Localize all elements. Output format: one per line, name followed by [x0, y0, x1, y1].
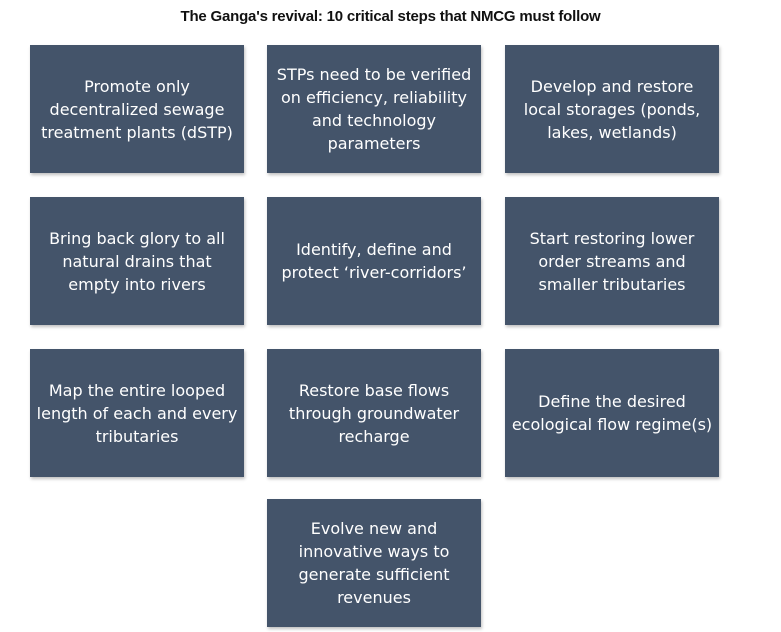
- step-box-5: Identify, define and protect ‘river-corr…: [267, 197, 481, 325]
- diagram-title: The Ganga's revival: 10 critical steps t…: [180, 8, 601, 25]
- step-label-1: Promote only decentralized sewage treatm…: [41, 76, 233, 142]
- step-label-5: Identify, define and protect ‘river-corr…: [281, 240, 467, 282]
- step-label-4: Bring back glory to all natural drains t…: [49, 228, 225, 294]
- step-box-9: Define the desired ecological flow regim…: [505, 349, 719, 477]
- step-box-8: Restore base flows through groundwater r…: [267, 349, 481, 477]
- step-label-2: STPs need to be verified on efficiency, …: [276, 65, 472, 153]
- step-box-7: Map the entire looped length of each and…: [30, 349, 244, 477]
- step-label-7: Map the entire looped length of each and…: [36, 380, 238, 446]
- step-label-9: Define the desired ecological flow regim…: [511, 392, 713, 434]
- step-box-6: Start restoring lower order streams and …: [505, 197, 719, 325]
- step-box-3: Develop and restore local storages (pond…: [505, 45, 719, 173]
- step-box-1: Promote only decentralized sewage treatm…: [30, 45, 244, 173]
- step-box-10: Evolve new and innovative ways to genera…: [267, 499, 481, 627]
- step-box-2: STPs need to be verified on efficiency, …: [267, 45, 481, 173]
- step-box-4: Bring back glory to all natural drains t…: [30, 197, 244, 325]
- step-label-3: Develop and restore local storages (pond…: [523, 76, 701, 142]
- step-label-10: Evolve new and innovative ways to genera…: [298, 519, 450, 607]
- step-label-6: Start restoring lower order streams and …: [529, 228, 695, 294]
- step-label-8: Restore base flows through groundwater r…: [288, 380, 460, 446]
